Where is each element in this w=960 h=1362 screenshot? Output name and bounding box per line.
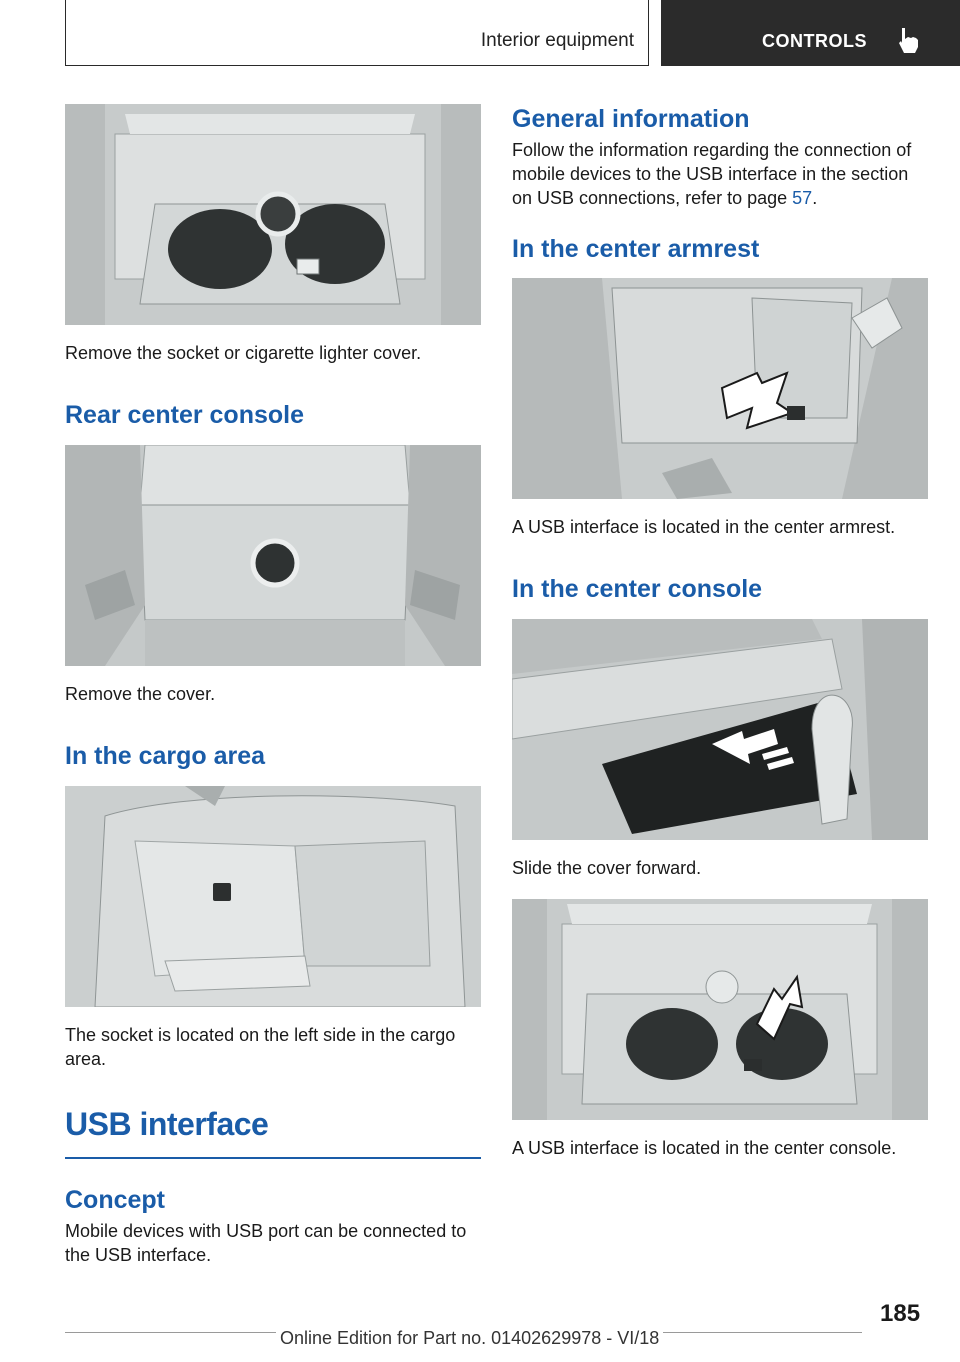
left-column: Remove the socket or cigarette lighter c… [65, 104, 481, 1267]
console-usb-illustration [512, 899, 928, 1120]
slide-cover-illustration [512, 619, 928, 840]
heading-concept: Concept [65, 1185, 165, 1214]
center-armrest-figure [512, 278, 928, 499]
right-column: General information Follow the informati… [512, 104, 928, 1160]
concept-text: Mobile devices with USB port can be conn… [65, 1220, 467, 1265]
page-link-57[interactable]: 57 [792, 188, 813, 208]
slide-cover-figure [512, 619, 928, 840]
caption-armrest-usb: A USB interface is located in the center… [512, 517, 896, 537]
chapter-title: CONTROLS [762, 31, 867, 51]
footer-edition-text: Online Edition for Part no. 01402629978 … [276, 1328, 664, 1349]
hand-pointer-icon [899, 28, 918, 53]
cargo-area-illustration [65, 786, 481, 1007]
caption-remove-cover: Remove the cover. [65, 684, 216, 704]
header-chapter-tab: CONTROLS [661, 0, 960, 66]
armrest-illustration [512, 278, 928, 499]
general-text-before: Follow the information regarding the con… [512, 140, 912, 208]
usb-heading-rule [65, 1157, 481, 1159]
rear-console-figure [65, 445, 481, 666]
general-text-after: . [812, 188, 818, 208]
rear-console-illustration [65, 445, 481, 666]
cargo-area-figure [65, 786, 481, 1007]
section-title: Interior equipment [480, 30, 634, 51]
cupholder-illustration [65, 104, 481, 325]
center-console-usb-figure [512, 899, 928, 1120]
page-number: 185 [880, 1300, 921, 1327]
heading-rear-center-console: Rear center console [65, 401, 304, 429]
caption-console-usb: A USB interface is located in the center… [512, 1138, 897, 1158]
caption-cargo-socket: The socket is located on the left side i… [65, 1025, 456, 1069]
general-information-text: Follow the information regarding the con… [512, 138, 928, 210]
header-section-tab: Interior equipment [65, 0, 649, 66]
heading-usb-interface: USB interface [65, 1106, 269, 1142]
caption-cigarette-cover: Remove the socket or cigarette lighter c… [65, 343, 422, 363]
heading-center-console: In the center console [512, 575, 763, 603]
caption-slide-cover: Slide the cover forward. [512, 858, 702, 878]
heading-general-information: General information [512, 105, 750, 133]
heading-center-armrest: In the center armrest [512, 235, 760, 263]
cigarette-lighter-figure [65, 104, 481, 325]
heading-cargo-area: In the cargo area [65, 742, 266, 770]
